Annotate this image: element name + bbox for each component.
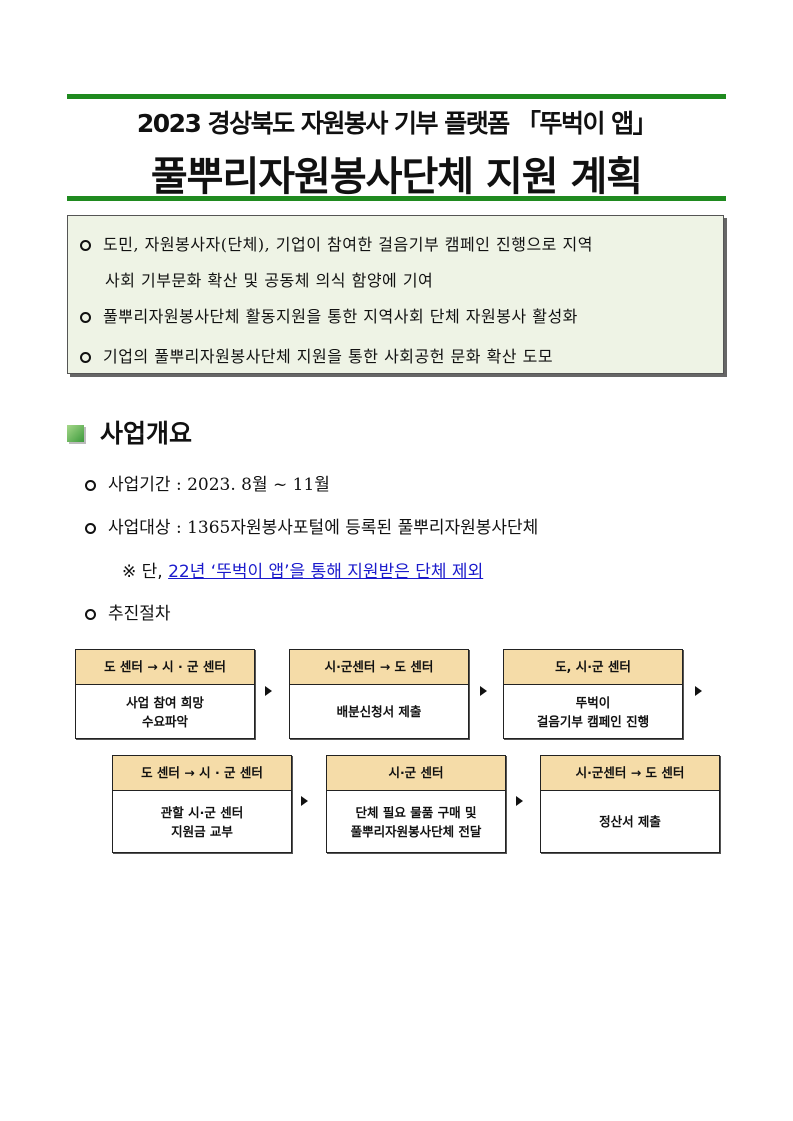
period-text: 사업기간 : 2023. 8월 ~ 11월 [108,475,330,495]
procedure-item: 추진절차 [85,599,171,624]
exclusion-note: ※ 단, 22년 ‘뚜벅이 앱’을 통해 지원받은 단체 제외 [122,557,483,582]
title-line2: 풀뿌리자원봉사단체 지원 계획 [150,154,643,200]
flow-step-body: 풀뿌리자원봉사단체 전달 [350,823,482,839]
flow-step-body: 수요파악 [141,713,188,729]
summary-item: 도민, 자원봉사자(단체), 기업이 참여한 걸음기부 캠페인 진행으로 지역 [80,231,593,255]
flow-step-body: 정산서 제출 [599,814,661,829]
section-heading-text: 사업개요 [100,419,193,448]
period-item: 사업기간 : 2023. 8월 ~ 11월 [85,470,330,495]
title-top-rule [67,94,726,99]
flow-step-body: 배분신청서 제출 [336,704,422,719]
procedure-text: 추진절차 [108,604,171,624]
section-heading: 사업개요 [67,414,192,450]
note-prefix: ※ 단, [122,562,169,582]
flow-step-header: 시·군 센터 [327,756,505,791]
flow-step-header: 도 센터 → 시 · 군 센터 [76,650,254,685]
circle-bullet-icon [80,240,91,251]
circle-bullet-icon [85,480,96,491]
summary-text: 풀뿌리자원봉사단체 활동지원을 통한 지역사회 단체 자원봉사 활성화 [103,307,578,326]
summary-item: 기업의 풀뿌리자원봉사단체 지원을 통한 사회공헌 문화 확산 도모 [80,343,553,367]
flow-step-header: 시·군센터 → 도 센터 [541,756,719,791]
flow-step-header: 도 센터 → 시 · 군 센터 [113,756,291,791]
summary-text: 사회 기부문화 확산 및 공동체 의식 함양에 기여 [105,271,434,290]
flow-step-header: 도, 시·군 센터 [504,650,682,685]
title-line1: 2023 경상북도 자원봉사 기부 플랫폼 「뚜벅이 앱」 [136,109,658,138]
summary-text: 기업의 풀뿌리자원봉사단체 지원을 통한 사회공헌 문화 확산 도모 [103,347,554,366]
flow-step-body: 단체 필요 물품 구매 및 [355,804,477,820]
flow-step-header: 시·군센터 → 도 센터 [290,650,468,685]
arrow-right-icon [301,796,308,806]
summary-item-continued: 사회 기부문화 확산 및 공동체 의식 함양에 기여 [105,267,433,291]
circle-bullet-icon [80,312,91,323]
arrow-right-icon [480,686,487,696]
circle-bullet-icon [85,523,96,534]
circle-bullet-icon [85,609,96,620]
flow-step-body: 관할 시·군 센터 [160,804,244,820]
target-item: 사업대상 : 1365자원봉사포털에 등록된 풀뿌리자원봉사단체 [85,513,538,538]
title-bottom-rule [67,196,726,201]
summary-item: 풀뿌리자원봉사단체 활동지원을 통한 지역사회 단체 자원봉사 활성화 [80,303,578,327]
summary-box: 도민, 자원봉사자(단체), 기업이 참여한 걸음기부 캠페인 진행으로 지역 … [67,215,724,374]
exclusion-link[interactable]: 22년 ‘뚜벅이 앱’을 통해 지원받은 단체 제외 [168,562,484,582]
green-square-icon [67,425,84,442]
flow-step-body: 사업 참여 희망 [126,694,204,710]
flow-step-body: 뚜벅이 [575,694,611,710]
flow-step-body: 걸음기부 캠페인 진행 [536,713,650,729]
target-text: 사업대상 : 1365자원봉사포털에 등록된 풀뿌리자원봉사단체 [108,518,539,538]
circle-bullet-icon [80,352,91,363]
summary-text: 도민, 자원봉사자(단체), 기업이 참여한 걸음기부 캠페인 진행으로 지역 [103,235,593,254]
arrow-right-icon [265,686,272,696]
arrow-right-icon [695,686,702,696]
flow-step-body: 지원금 교부 [171,823,233,839]
arrow-right-icon [516,796,523,806]
